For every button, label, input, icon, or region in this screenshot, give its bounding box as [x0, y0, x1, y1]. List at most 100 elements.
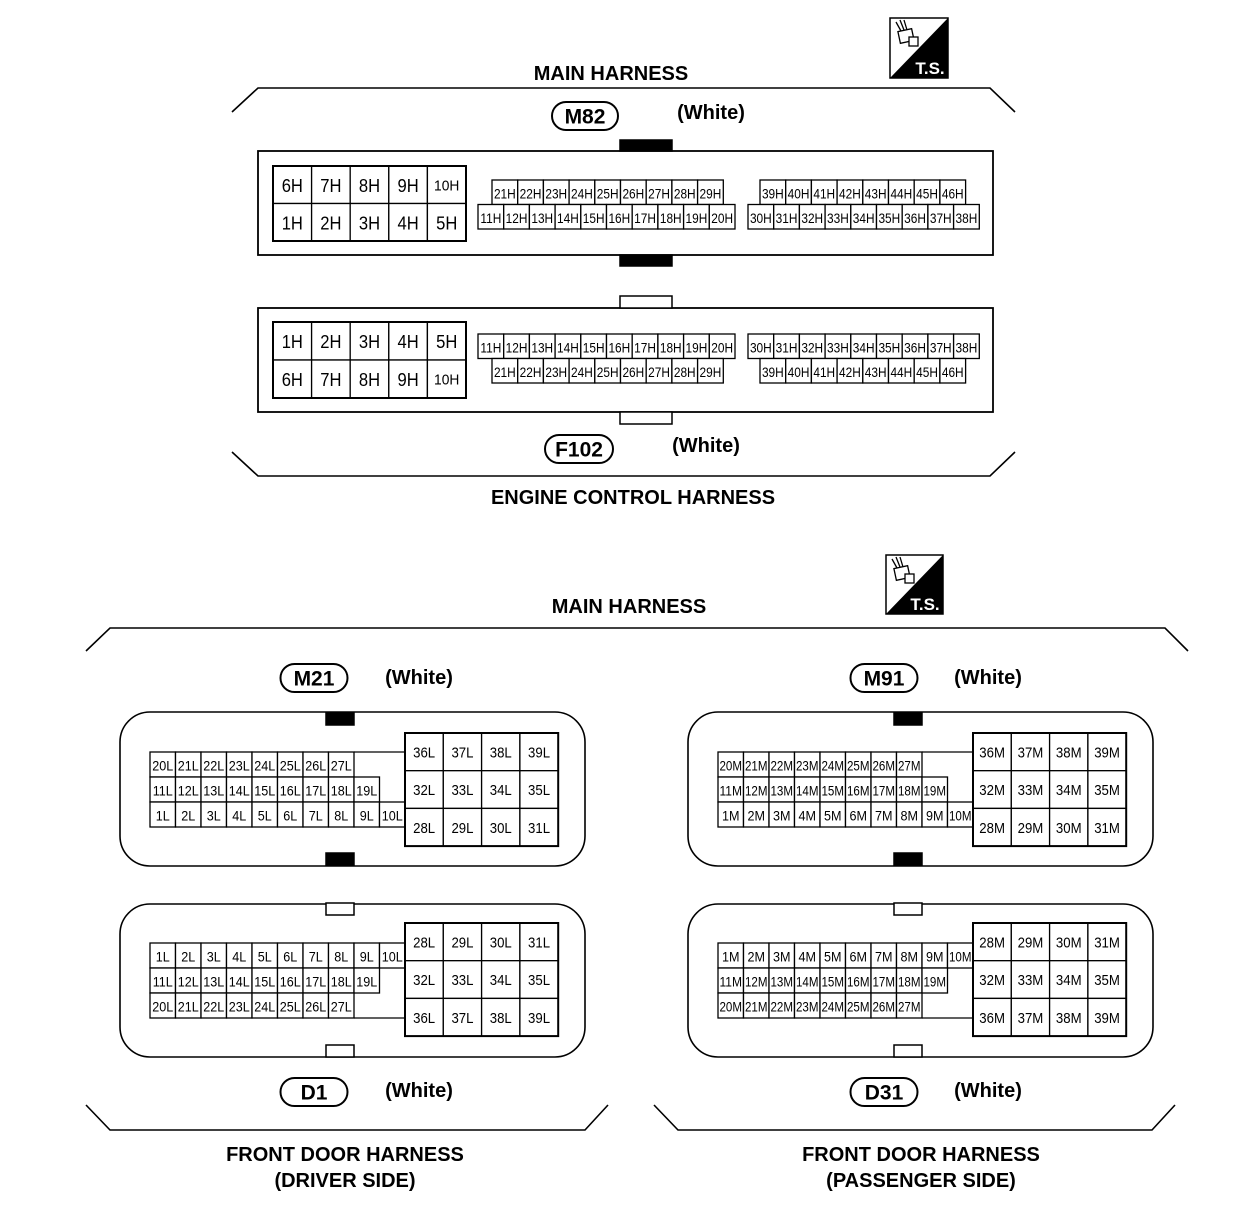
pin-label: 30M	[1056, 820, 1082, 837]
pin-label: 25H	[597, 364, 619, 380]
pin-label: 1M	[722, 808, 740, 824]
pin-label: 10M	[949, 808, 972, 824]
pin-label: 30M	[1056, 934, 1082, 951]
pin-cell	[972, 732, 1012, 772]
connector-lock-tab	[619, 411, 673, 425]
pin-label: 36L	[413, 1010, 435, 1027]
pin-label: 21H	[494, 185, 516, 201]
connector-color-label: (White)	[385, 1080, 453, 1102]
pin-label: 1M	[722, 949, 740, 965]
pin-label: 37H	[930, 339, 952, 355]
pin-label: 25M	[847, 999, 870, 1015]
connector-lock-tab	[619, 139, 673, 152]
pin-label: 5L	[258, 808, 272, 824]
pin-label: 5H	[436, 213, 457, 233]
connector-lock-tab	[893, 712, 923, 726]
pin-label: 40H	[788, 185, 810, 201]
test-connector-icon: T.S.	[889, 17, 949, 79]
pin-label: 19M	[924, 783, 947, 799]
pin-cell	[519, 807, 559, 847]
pin-cell	[895, 751, 923, 778]
main-harness-bracket	[85, 627, 1189, 652]
pin-label: 21M	[745, 758, 768, 774]
pin-label: 20M	[720, 758, 743, 774]
pin-label: 28L	[413, 934, 435, 951]
pin-label: 21L	[178, 758, 199, 774]
pin-label: 6M	[850, 808, 868, 824]
pin-label: 29M	[1018, 820, 1044, 837]
pin-label: 34H	[853, 210, 875, 226]
pin-label: 12M	[745, 974, 768, 990]
main-harness-title: MAIN HARNESS	[534, 63, 688, 85]
pin-cell	[225, 801, 253, 828]
pin-label: 37H	[930, 210, 952, 226]
connector-id-badge: M82	[551, 101, 619, 131]
pin-label: 22M	[771, 999, 794, 1015]
pin-label: 23H	[545, 364, 567, 380]
pin-cell	[388, 202, 429, 242]
pin-label: 34L	[490, 782, 512, 799]
pin-label: 42H	[839, 185, 861, 201]
pin-label: 33L	[451, 782, 473, 799]
pin-cell	[503, 333, 531, 360]
pin-label: 24M	[822, 758, 845, 774]
pin-label: 27L	[331, 758, 352, 774]
pin-label: 25L	[280, 999, 301, 1015]
pin-label: 26L	[305, 999, 326, 1015]
connector-id: F102	[555, 439, 603, 462]
pin-cell	[1087, 922, 1127, 962]
pin-label: 25L	[280, 758, 301, 774]
pin-label: 15L	[254, 974, 275, 990]
pin-cell	[276, 751, 304, 778]
pin-cell	[174, 751, 202, 778]
connector-lock-tab	[893, 852, 923, 866]
pin-cell	[939, 179, 967, 206]
pin-label: 35L	[528, 782, 550, 799]
pin-cell	[149, 801, 177, 828]
passenger-harness-title: FRONT DOOR HARNESS	[802, 1144, 1040, 1166]
connector-terminal	[908, 36, 919, 47]
pin-label: 29H	[700, 364, 722, 380]
pin-cell	[251, 992, 279, 1019]
pin-label: 26H	[622, 364, 644, 380]
pin-label: 5L	[258, 949, 272, 965]
connector-id: M82	[565, 106, 606, 129]
pin-label: 32M	[979, 972, 1005, 989]
main-harness-title: MAIN HARNESS	[552, 596, 706, 618]
pin-label: 9L	[360, 949, 374, 965]
pin-label: 14M	[796, 783, 819, 799]
pin-label: 13M	[771, 974, 794, 990]
connector-lock-tab	[325, 1044, 355, 1058]
pin-label: 3M	[773, 808, 791, 824]
pin-label: 7M	[875, 808, 893, 824]
passenger-side-label: (PASSENGER SIDE)	[826, 1170, 1016, 1192]
pin-label: 2H	[320, 213, 341, 233]
pin-label: 17H	[634, 210, 656, 226]
pin-label: 44H	[890, 185, 912, 201]
pin-label: 24H	[571, 185, 593, 201]
pin-label: 3L	[207, 808, 221, 824]
pin-label: 39H	[762, 364, 784, 380]
pin-label: 8H	[359, 370, 380, 390]
test-connector-icon: T.S.	[885, 554, 944, 615]
pin-label: 27H	[648, 185, 670, 201]
pin-label: 24L	[254, 999, 275, 1015]
pin-label: 4M	[799, 949, 817, 965]
pin-cell	[327, 751, 355, 778]
connector-id-badge: M91	[849, 663, 919, 693]
pin-cell	[844, 776, 872, 803]
pin-label: 31M	[1094, 934, 1120, 951]
connector-lock-tab	[619, 254, 673, 267]
pin-label: 31L	[528, 934, 550, 951]
pin-label: 22M	[771, 758, 794, 774]
pin-label: 31L	[528, 820, 550, 837]
pin-label: 10H	[434, 372, 459, 389]
pin-cell	[844, 751, 872, 778]
pin-label: 14M	[796, 974, 819, 990]
connector-lock-tab	[619, 295, 673, 309]
pin-cell	[875, 203, 903, 230]
